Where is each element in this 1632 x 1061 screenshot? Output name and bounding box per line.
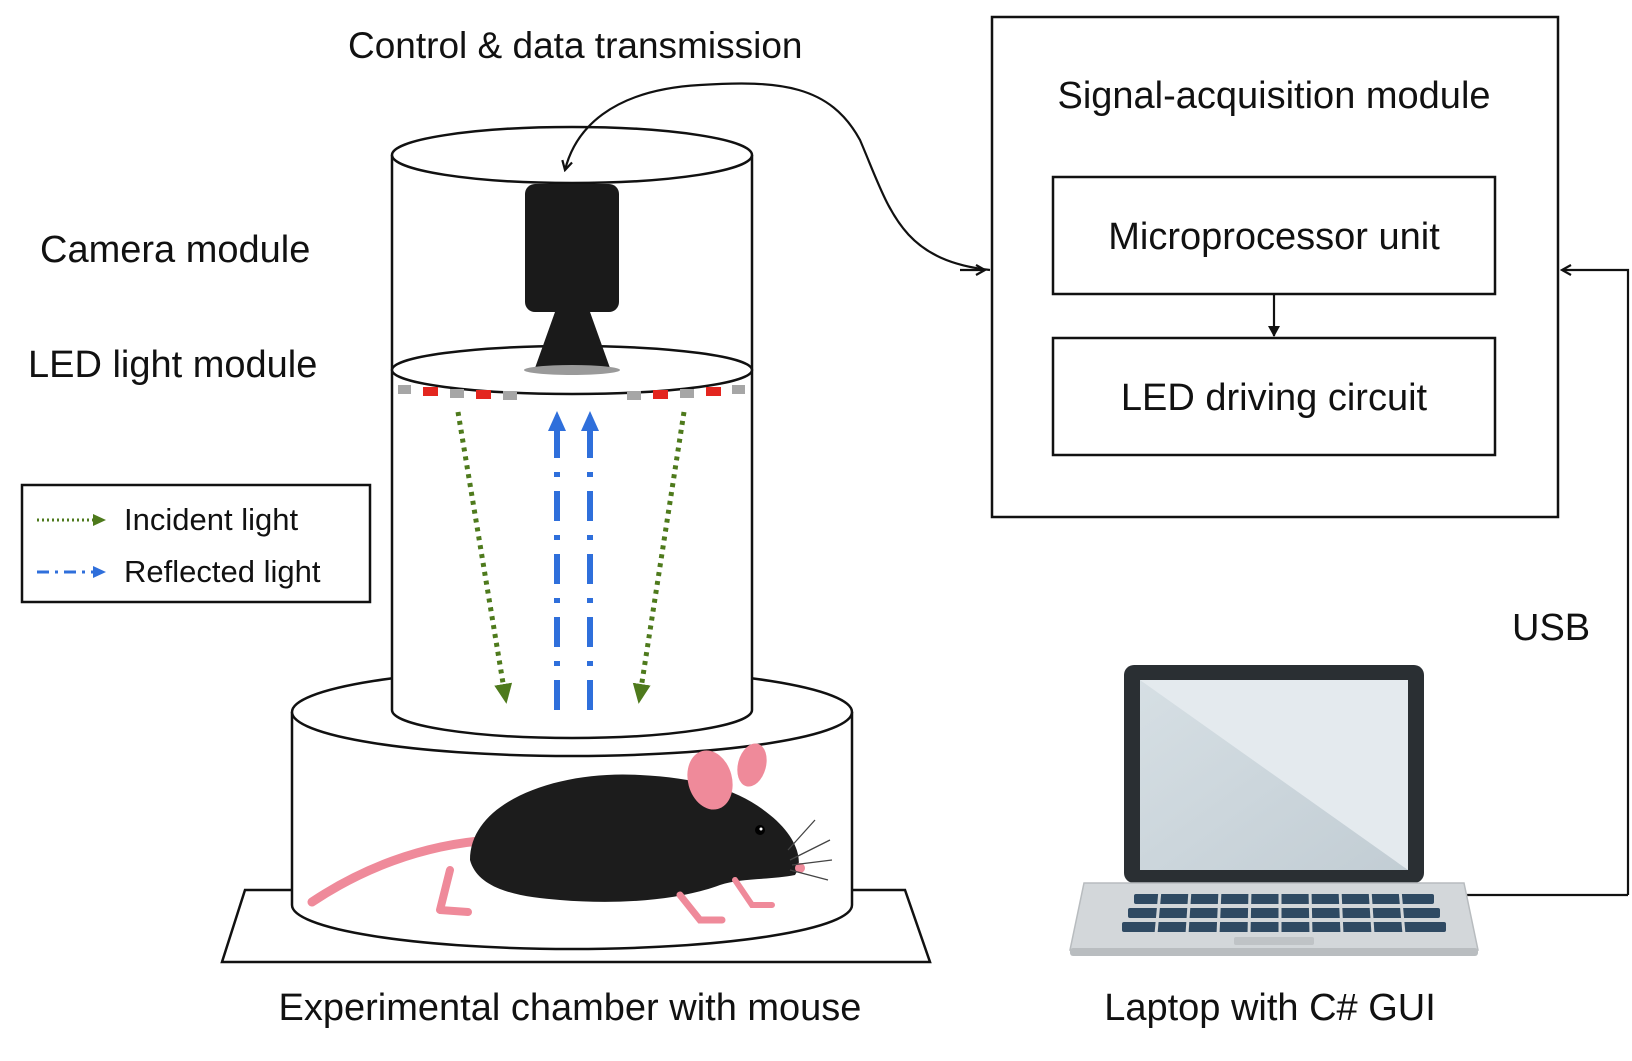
chamber-label: Experimental chamber with mouse	[279, 987, 862, 1029]
mouse-illustration	[307, 743, 833, 924]
legend-incident-label: Incident light	[124, 502, 298, 537]
camera-icon	[524, 184, 620, 375]
led-module-label: LED light module	[28, 344, 317, 386]
control-transmission-arrow	[565, 82, 991, 272]
mpu-label: Microprocessor unit	[1108, 216, 1440, 258]
led-driver-label: LED driving circuit	[1121, 377, 1428, 419]
camera-module-label: Camera module	[40, 229, 310, 271]
led-array	[398, 385, 745, 400]
control-transmission-label: Control & data transmission	[348, 25, 802, 66]
laptop-label: Laptop with C# GUI	[1104, 987, 1436, 1029]
laptop-icon	[1069, 665, 1479, 956]
incident-light-arrows	[455, 411, 687, 704]
usb-label: USB	[1512, 607, 1590, 649]
led-driver-box	[1051, 336, 1497, 457]
usb-connection-arrow-top	[1562, 270, 1630, 895]
legend: Incident light Reflected light	[20, 483, 372, 604]
microprocessor-box	[1051, 175, 1497, 296]
signal-module-label: Signal-acquisition module	[1057, 75, 1490, 117]
imaging-cylinder	[390, 125, 754, 740]
legend-reflected-label: Reflected light	[124, 554, 321, 589]
reflected-light-arrows	[548, 411, 599, 710]
